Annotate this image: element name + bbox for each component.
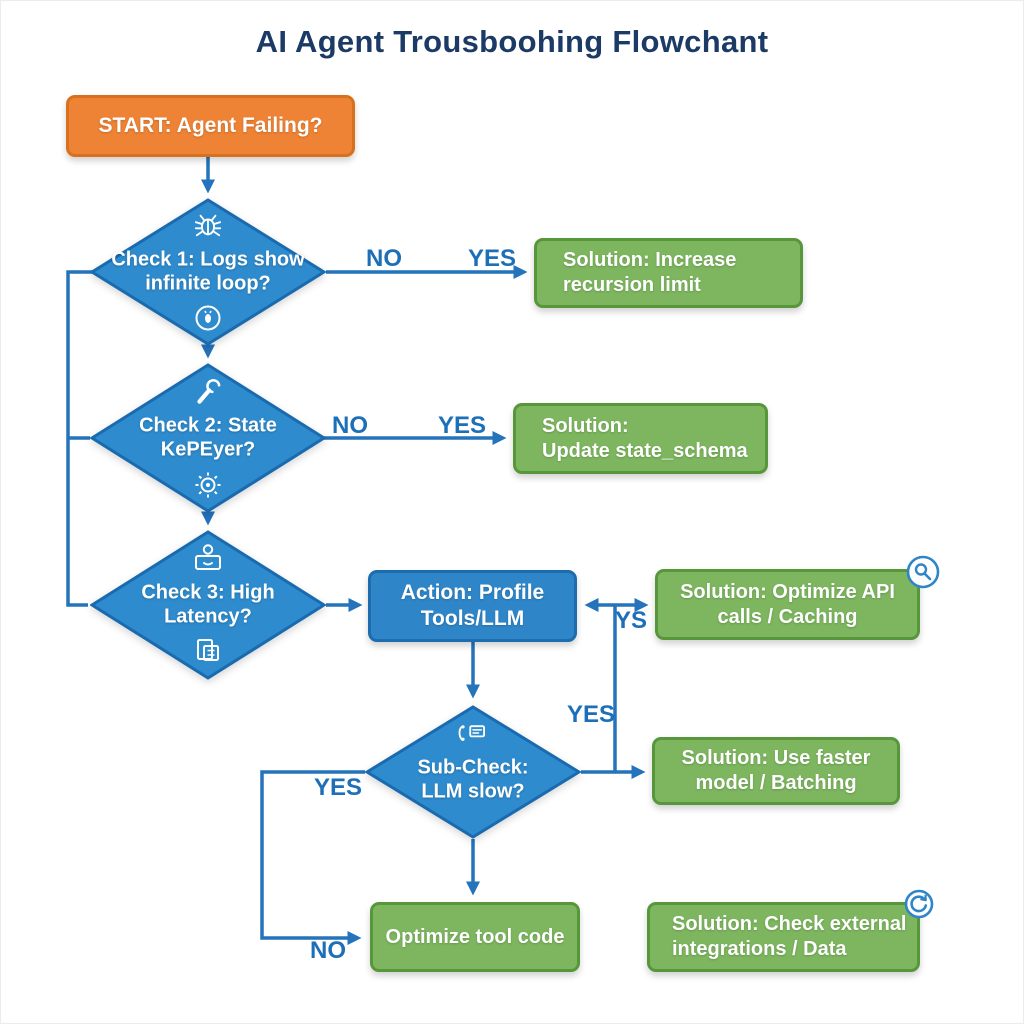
label-line: recursion limit [563, 274, 701, 296]
optimize-tool-node: Optimize tool code [370, 902, 580, 972]
decision-check3: Check 3: High Latency? [90, 530, 326, 680]
label-line: calls / Caching [717, 605, 858, 628]
label-line: Solution: [542, 414, 629, 437]
diamond-shape [90, 198, 326, 346]
start-node-label: START: Agent Failing? [98, 113, 323, 137]
edge-label-subcheck-yes-right: YES [566, 701, 616, 728]
label-line: Check 2: State [139, 414, 277, 437]
gear-icon [193, 470, 223, 505]
edge-label-subcheck-yes-left: YES [313, 774, 363, 801]
refresh-icon [904, 889, 934, 924]
label-line: Optimize tool code [385, 925, 565, 948]
label-line: Check 1: Logs show [111, 248, 305, 271]
solution3-node: Solution: Optimize API calls / Caching [655, 569, 920, 640]
edge-label-subcheck-no-bottom: NO [310, 937, 346, 964]
label-line: Solution: Increase [563, 249, 737, 272]
decision-subcheck-label: Sub-Check: LLM slow? [365, 756, 581, 805]
solution1-node: Solution: Increase recursion limit [534, 238, 803, 308]
copy-icon [193, 637, 223, 672]
label-line: Check 3: High [141, 581, 275, 604]
wrench-icon [192, 376, 224, 413]
edge-subcheck-loop-left [260, 770, 365, 945]
edge-label-check1-no: NO [366, 245, 402, 272]
label-line: infinite loop? [145, 273, 271, 295]
alert-circle-icon [193, 303, 223, 338]
label-line: Tools/LLM [420, 607, 525, 630]
label-line: Solution: Optimize API [680, 580, 895, 603]
label-line: Solution: Use faster [681, 747, 871, 770]
solution5-node: Solution: Check external integrations / … [647, 902, 920, 972]
label-line: model / Batching [695, 772, 857, 794]
diamond-shape [365, 705, 581, 839]
solution4-node: Solution: Use faster model / Batching [652, 737, 900, 805]
label-line: integrations / Data [672, 938, 847, 960]
decision-subcheck: Sub-Check: LLM slow? [365, 705, 581, 839]
diamond-shape [90, 530, 326, 680]
bug-icon [191, 211, 225, 244]
label-line: Update state_schema [542, 439, 748, 462]
user-monitor-icon [191, 543, 225, 578]
label-line: LLM slow? [421, 781, 525, 804]
page-title: AI Agent Trousboohing Flowchant [255, 24, 769, 59]
diamond-shape [90, 363, 326, 513]
edge-label-check2-yes: YES [437, 412, 487, 439]
decision-check3-label: Check 3: High Latency? [90, 581, 326, 630]
phone-chat-icon [453, 723, 493, 752]
edge-label-action-ys: YS [614, 607, 648, 634]
action-node: Action: Profile Tools/LLM [368, 570, 577, 642]
label-line: Sub-Check: [417, 756, 529, 779]
label-line: Action: Profile [400, 580, 545, 604]
decision-check1: Check 1: Logs show infinite loop? [90, 198, 326, 346]
label-line: KePEyer? [160, 439, 256, 461]
decision-check1-label: Check 1: Logs show infinite loop? [90, 248, 326, 297]
label-line: Solution: Check external [672, 913, 907, 936]
label-line: Latency? [164, 606, 252, 628]
edge-label-check2-no: NO [332, 412, 368, 439]
start-node: START: Agent Failing? [66, 95, 355, 157]
decision-check2: Check 2: State KePEyer? [90, 363, 326, 513]
edge-label-check1-yes: YES [467, 245, 517, 272]
decision-check2-label: Check 2: State KePEyer? [90, 414, 326, 463]
search-icon [906, 555, 940, 594]
solution2-node: Solution: Update state_schema [513, 403, 768, 474]
